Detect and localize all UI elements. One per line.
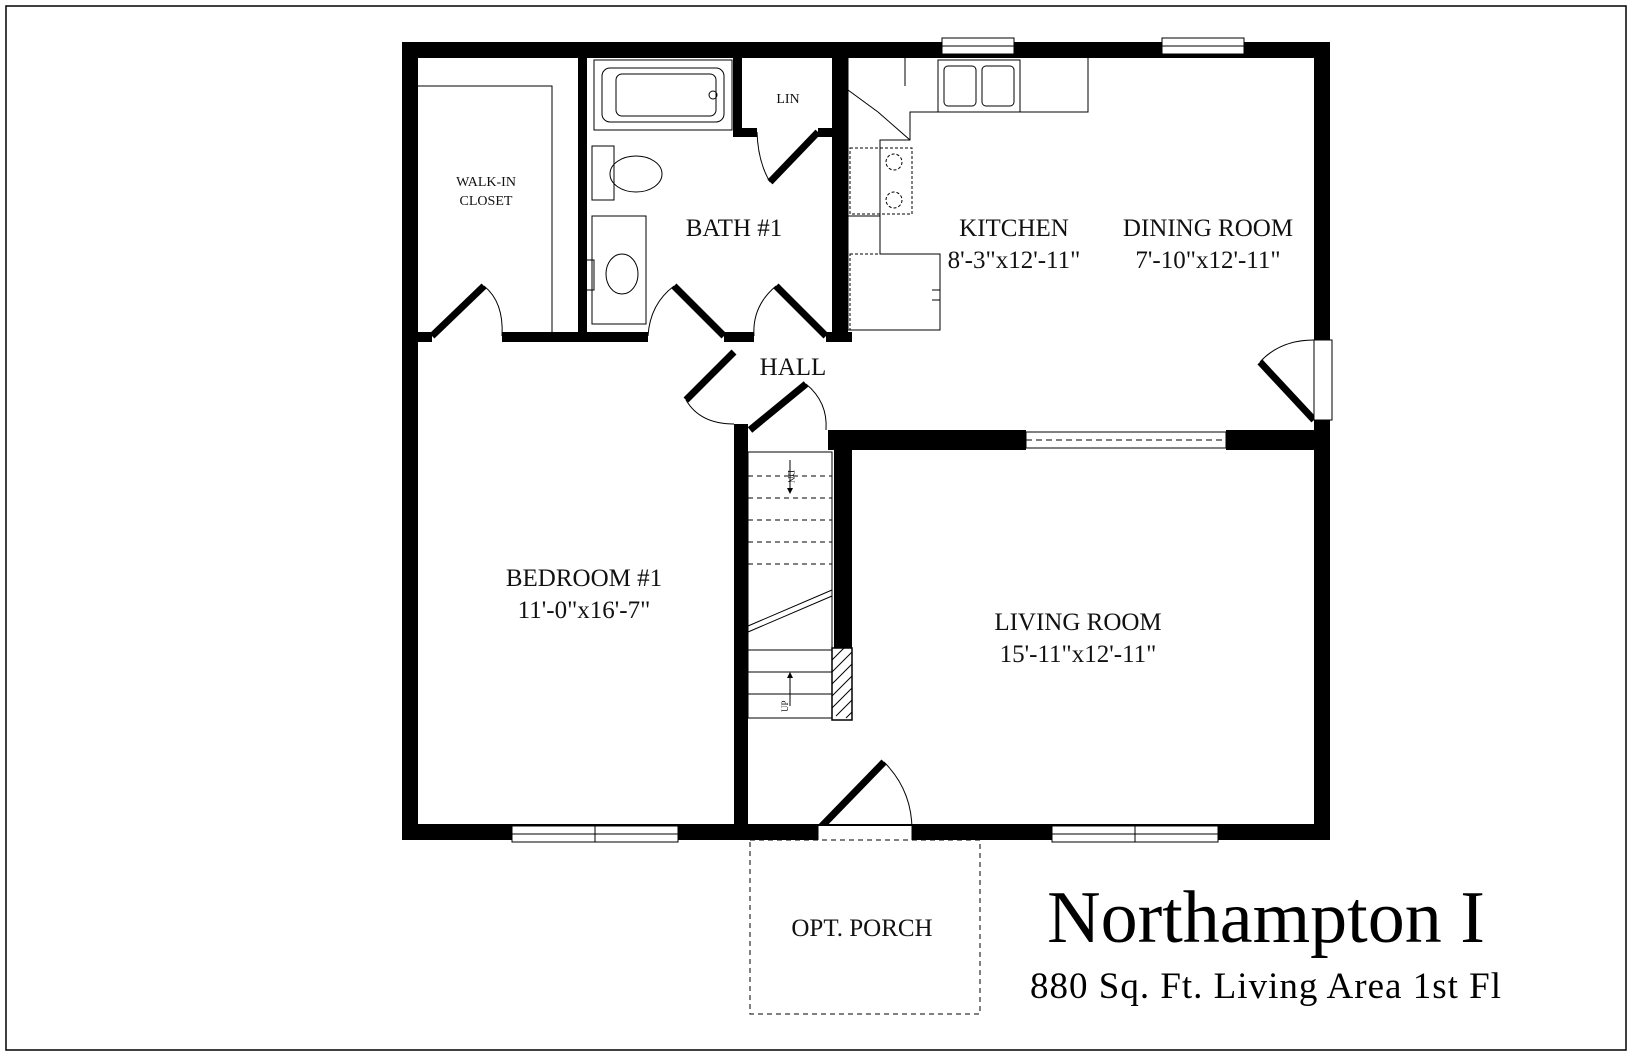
dining-label: DINING ROOM — [1123, 215, 1293, 242]
range-icon — [849, 147, 913, 215]
plan-title: Northampton I — [1047, 877, 1485, 959]
windows — [511, 37, 1245, 843]
stairs-down-label: DN — [786, 470, 796, 483]
bedroom-size: 11'-0"x16'-7" — [518, 597, 651, 624]
walk-in-closet-label: WALK-IN — [456, 175, 516, 190]
stairs: DN UP — [747, 451, 853, 721]
walk-in-closet-label-2: CLOSET — [460, 194, 513, 209]
kitchen-size: 8'-3"x12'-11" — [948, 247, 1081, 274]
kitchen-label: KITCHEN — [959, 215, 1069, 242]
dining-size: 7'-10"x12'-11" — [1135, 247, 1280, 274]
bath-label: BATH #1 — [686, 215, 783, 242]
toilet-icon — [605, 253, 639, 295]
doors — [429, 129, 1333, 840]
lin-label: LIN — [776, 92, 799, 107]
porch-outline — [749, 839, 981, 1015]
kitchen-fixtures — [847, 58, 1089, 331]
plan-subtitle: 880 Sq. Ft. Living Area 1st Fl — [1030, 966, 1502, 1007]
closet-shelves — [418, 85, 553, 332]
stairs-up-label: UP — [780, 700, 790, 712]
living-label: LIVING ROOM — [994, 609, 1161, 636]
sink-icon — [591, 145, 615, 201]
page-border — [5, 5, 1627, 1051]
refrigerator-icon — [849, 253, 941, 331]
hall-label: HALL — [760, 354, 827, 381]
interior-walls — [418, 58, 1326, 840]
bedroom-label: BEDROOM #1 — [506, 565, 662, 592]
living-size: 15'-11"x12'-11" — [1000, 641, 1157, 668]
bath-fixtures — [585, 59, 733, 325]
porch-label: OPT. PORCH — [791, 915, 932, 942]
bathtub-icon — [593, 59, 733, 131]
kitchen-sink-icon — [937, 59, 1021, 113]
